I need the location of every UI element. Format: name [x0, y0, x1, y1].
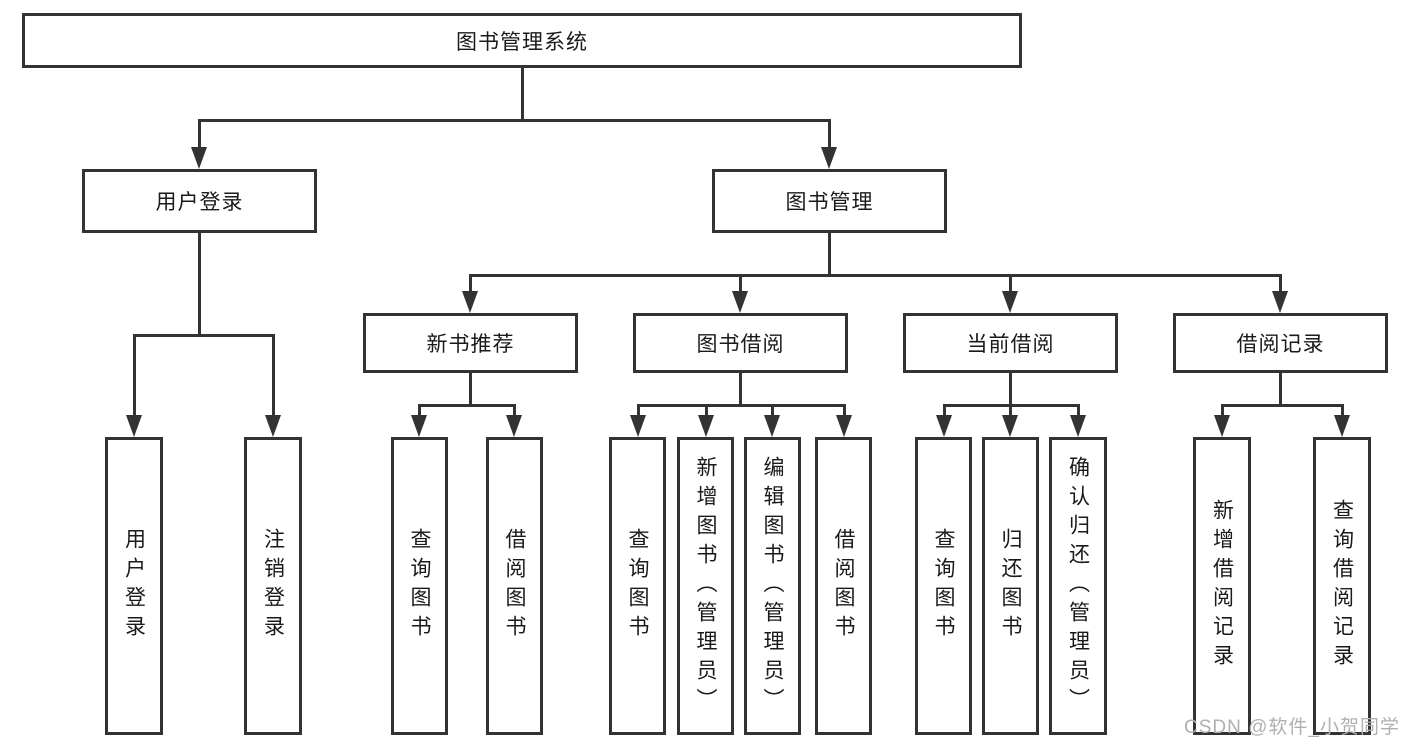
- node-book-borrowing: 图书借阅: [633, 313, 848, 373]
- connector-line: [417, 403, 516, 407]
- node-borrowing-records-label: 借阅记录: [1236, 333, 1325, 356]
- leaf-borrow-book-recommend-label: 借阅图书: [503, 528, 526, 644]
- connector-line: [842, 405, 846, 419]
- watermark: CSDN @软件_小贺同学: [1184, 717, 1400, 738]
- connector-line: [1220, 403, 1344, 407]
- arrowhead-down-icon: [191, 147, 207, 169]
- connector-line: [468, 275, 472, 295]
- arrowhead-down-icon: [1214, 415, 1230, 437]
- arrowhead-down-icon: [630, 415, 646, 437]
- leaf-query-book-borrowing: 查询图书: [609, 437, 666, 735]
- root-node-label: 图书管理系统: [456, 30, 588, 54]
- leaf-query-book-current-label: 查询图书: [932, 528, 955, 644]
- connector-line: [770, 405, 774, 419]
- arrowhead-down-icon: [764, 415, 780, 437]
- leaf-query-book-recommend: 查询图书: [391, 437, 448, 735]
- arrowhead-down-icon: [732, 291, 748, 313]
- leaf-edit-book-admin-label: 编辑图书（管理员）: [761, 455, 784, 717]
- node-book-management-label: 图书管理: [785, 191, 874, 214]
- connector-line: [827, 120, 831, 150]
- arrowhead-down-icon: [462, 291, 478, 313]
- leaf-borrow-book-borrowing-label: 借阅图书: [832, 528, 855, 644]
- leaf-return-book-label: 归还图书: [999, 528, 1022, 644]
- root-node-library-management-system: 图书管理系统: [22, 13, 1022, 68]
- node-book-management: 图书管理: [712, 169, 947, 233]
- connector-line: [1278, 373, 1282, 406]
- connector-line: [636, 405, 640, 419]
- connector-line: [132, 335, 136, 419]
- connector-line: [512, 405, 516, 419]
- connector-line: [1340, 405, 1344, 419]
- connector-line: [1008, 373, 1012, 406]
- leaf-query-book-current: 查询图书: [915, 437, 972, 735]
- connector-line: [704, 405, 708, 419]
- arrowhead-down-icon: [698, 415, 714, 437]
- leaf-confirm-return-admin-label: 确认归还（管理员）: [1066, 455, 1090, 717]
- connector-line: [520, 68, 524, 121]
- connector-line: [271, 335, 275, 419]
- node-new-book-recommendation: 新书推荐: [363, 313, 578, 373]
- leaf-add-book-admin: 新增图书（管理员）: [677, 437, 734, 735]
- arrowhead-down-icon: [821, 147, 837, 169]
- leaf-add-book-admin-label: 新增图书（管理员）: [694, 455, 717, 717]
- node-user-login-label: 用户登录: [155, 191, 244, 214]
- connector-line: [197, 118, 831, 122]
- leaf-query-borrow-record: 查询借阅记录: [1313, 437, 1371, 735]
- leaf-add-borrow-record-label: 新增借阅记录: [1210, 499, 1234, 673]
- node-current-borrowing-label: 当前借阅: [966, 333, 1055, 356]
- arrowhead-down-icon: [1002, 291, 1018, 313]
- connector-line: [197, 233, 201, 335]
- leaf-logout: 注销登录: [244, 437, 302, 735]
- node-new-book-recommendation-label: 新书推荐: [426, 333, 515, 356]
- connector-line: [468, 273, 1282, 277]
- node-borrowing-records: 借阅记录: [1173, 313, 1388, 373]
- arrowhead-down-icon: [411, 415, 427, 437]
- connector-line: [1008, 275, 1012, 295]
- connector-line: [197, 120, 201, 150]
- leaf-return-book: 归还图书: [982, 437, 1039, 735]
- node-user-login: 用户登录: [82, 169, 317, 233]
- connector-line: [827, 233, 831, 277]
- connector-line: [1278, 275, 1282, 295]
- arrowhead-down-icon: [836, 415, 852, 437]
- connector-line: [417, 405, 421, 419]
- connector-line: [468, 373, 472, 406]
- leaf-query-book-borrowing-label: 查询图书: [626, 528, 649, 644]
- leaf-logout-label: 注销登录: [261, 528, 285, 644]
- leaf-user-login-label: 用户登录: [122, 528, 146, 644]
- leaf-user-login: 用户登录: [105, 437, 163, 735]
- leaf-edit-book-admin: 编辑图书（管理员）: [744, 437, 801, 735]
- connector-line: [636, 403, 846, 407]
- arrowhead-down-icon: [1070, 415, 1086, 437]
- arrowhead-down-icon: [1272, 291, 1288, 313]
- connector-line: [942, 403, 1080, 407]
- arrowhead-down-icon: [1334, 415, 1350, 437]
- leaf-confirm-return-admin: 确认归还（管理员）: [1049, 437, 1107, 735]
- arrowhead-down-icon: [265, 415, 281, 437]
- connector-line: [132, 333, 275, 337]
- leaf-query-book-recommend-label: 查询图书: [408, 528, 431, 644]
- connector-line: [1220, 405, 1224, 419]
- leaf-borrow-book-borrowing: 借阅图书: [815, 437, 872, 735]
- connector-line: [738, 275, 742, 295]
- connector-line: [738, 373, 742, 406]
- node-book-borrowing-label: 图书借阅: [696, 333, 785, 356]
- connector-line: [1008, 405, 1012, 419]
- node-current-borrowing: 当前借阅: [903, 313, 1118, 373]
- leaf-query-borrow-record-label: 查询借阅记录: [1330, 499, 1354, 673]
- connector-line: [1076, 405, 1080, 419]
- connector-line: [942, 405, 946, 419]
- leaf-borrow-book-recommend: 借阅图书: [486, 437, 543, 735]
- arrowhead-down-icon: [506, 415, 522, 437]
- arrowhead-down-icon: [126, 415, 142, 437]
- arrowhead-down-icon: [936, 415, 952, 437]
- leaf-add-borrow-record: 新增借阅记录: [1193, 437, 1251, 735]
- arrowhead-down-icon: [1002, 415, 1018, 437]
